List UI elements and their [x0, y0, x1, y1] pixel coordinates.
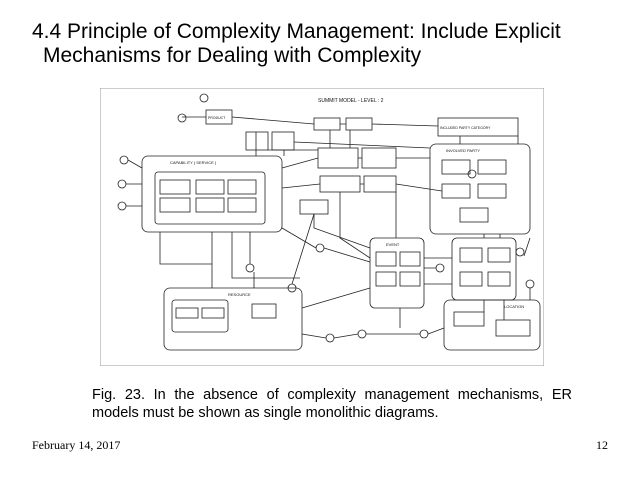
capability-label: CAPABILITY ( SERVICE ) — [170, 160, 217, 165]
included-party-category-label: INCLUDED PARTY CATEGORY — [440, 126, 491, 130]
slide-title-line-1: 4.4 Principle of Complexity Management: … — [32, 20, 561, 43]
slide-title-line-2: Mechanisms for Dealing with Complexity — [43, 44, 422, 67]
event-box — [369, 237, 425, 309]
figure-caption: Fig. 23. In the absence of complexity ma… — [92, 387, 572, 421]
er-diagram-figure: SUMMIT MODEL - LEVEL : 2 CAPABILITY ( SE… — [100, 88, 544, 366]
resource-label: RESOURCE — [228, 292, 251, 297]
page-number: 12 — [596, 438, 608, 452]
product-label: PRODUCT — [208, 116, 226, 120]
resource-box — [163, 287, 303, 351]
event-label: EVENT — [386, 242, 400, 247]
involved-party-label: INVOLVED PARTY — [446, 148, 480, 153]
location-label: LOCATION — [504, 304, 524, 309]
location-box — [443, 299, 541, 351]
diagram-header: SUMMIT MODEL - LEVEL : 2 — [318, 98, 384, 104]
slide-title: 4.4 Principle of Complexity Management: … — [32, 20, 622, 68]
included-party-category-box — [437, 117, 519, 137]
footer-date: February 14, 2017 — [32, 438, 121, 452]
